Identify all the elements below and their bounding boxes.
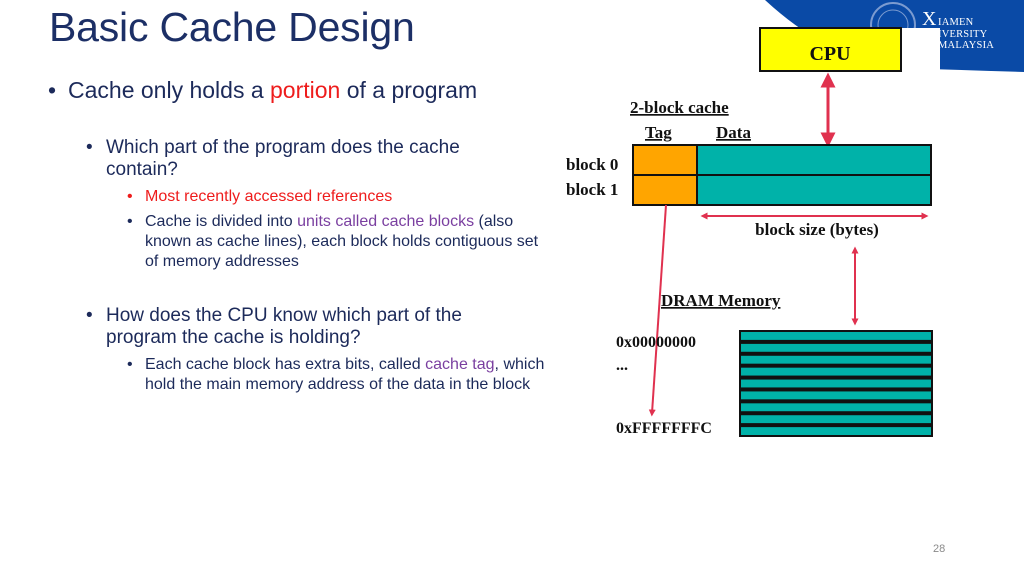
cache-title: 2-block cache bbox=[630, 98, 729, 117]
bullet-dot: • bbox=[48, 77, 57, 103]
block-size-label: block size (bytes) bbox=[755, 220, 879, 239]
bullet-dot: • bbox=[127, 188, 133, 205]
highlight-cache-blocks: units called cache blocks bbox=[297, 213, 475, 230]
highlight-cache-tag: cache tag bbox=[425, 356, 495, 373]
bullet-cache-tag: • Each cache block has extra bits, calle… bbox=[127, 356, 545, 393]
memory-row bbox=[741, 332, 931, 340]
memory-rows bbox=[739, 330, 933, 437]
cache-blocks bbox=[632, 144, 932, 206]
address-last: 0xFFFFFFFC bbox=[616, 420, 712, 437]
highlight-portion: portion bbox=[270, 77, 341, 103]
tag-cell-block-0 bbox=[632, 144, 698, 176]
bullet-recent-references: • Most recently accessed references bbox=[127, 188, 393, 205]
memory-row bbox=[741, 415, 931, 424]
bullet-dot: • bbox=[86, 305, 93, 326]
address-first: 0x00000000 bbox=[616, 334, 696, 351]
memory-row bbox=[741, 427, 931, 435]
address-ellipsis: ... bbox=[616, 357, 628, 374]
logo-line-3: MALAYSIA bbox=[938, 40, 995, 51]
block-1-label: block 1 bbox=[566, 180, 618, 199]
logo-line-1: IAMEN bbox=[938, 17, 974, 28]
cpu-box bbox=[759, 27, 902, 72]
data-header: Data bbox=[716, 123, 751, 142]
memory-row bbox=[741, 367, 931, 376]
memory-row bbox=[741, 403, 931, 412]
slide-number: 28 bbox=[933, 543, 946, 555]
block-0-label: block 0 bbox=[566, 155, 618, 174]
university-name: IAMEN IVERSITY MALAYSIA bbox=[938, 17, 994, 52]
memory-row bbox=[741, 343, 931, 352]
logo-initial: X bbox=[922, 8, 937, 30]
bullet-cache-blocks: • Cache is divided into units called cac… bbox=[127, 213, 539, 270]
bullet-question-1: • Which part of the program does the cac… bbox=[86, 137, 460, 180]
tag-header: Tag bbox=[645, 123, 672, 142]
memory-title: DRAM Memory bbox=[661, 291, 781, 310]
logo-line-2: IVERSITY bbox=[938, 28, 988, 40]
memory-row bbox=[741, 355, 931, 364]
bullet-dot: • bbox=[127, 356, 133, 373]
memory-row bbox=[741, 391, 931, 400]
data-cell-block-1 bbox=[696, 174, 932, 206]
bullet-question-2: • How does the CPU know which part of th… bbox=[86, 305, 462, 348]
memory-row bbox=[741, 379, 931, 388]
tag-address-arrow bbox=[648, 204, 667, 417]
bullet-level1: •Cache only holds a portion of a program bbox=[48, 77, 478, 103]
bullet-dot: • bbox=[127, 213, 133, 230]
bullet-dot: • bbox=[86, 137, 93, 158]
tag-cell-block-1 bbox=[632, 174, 698, 206]
slide-title: Basic Cache Design bbox=[49, 4, 415, 50]
data-cell-block-0 bbox=[696, 144, 932, 176]
cpu-label: CPU bbox=[809, 43, 850, 65]
